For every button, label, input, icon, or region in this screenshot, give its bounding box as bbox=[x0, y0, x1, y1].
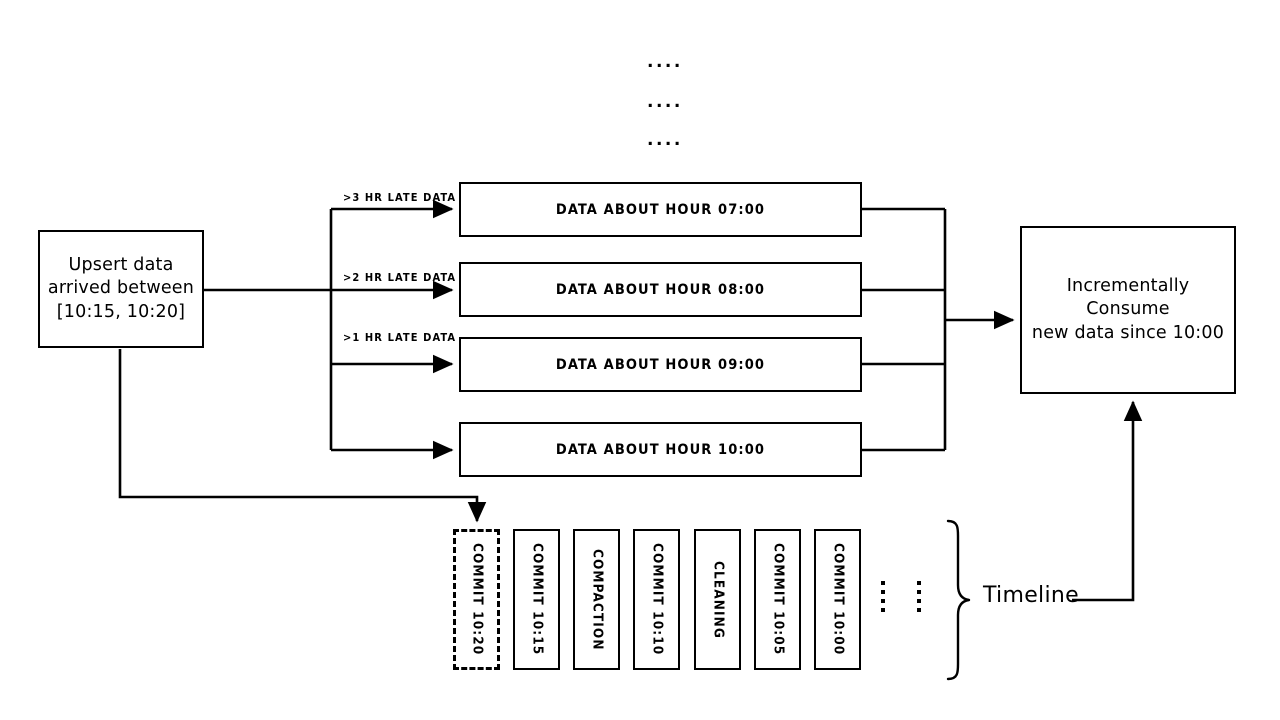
commit-box-cleaning: CLEANING bbox=[694, 529, 741, 670]
commit-box-10-00-label: COMMIT 10:00 bbox=[830, 543, 847, 656]
edge-label-1hr-late: >1 HR LATE DATA bbox=[343, 331, 457, 344]
edge-label-2hr-late: >2 HR LATE DATA bbox=[343, 271, 457, 284]
upsert-line-2: arrived between bbox=[47, 278, 195, 299]
commit-box-10-00: COMMIT 10:00 bbox=[814, 529, 861, 670]
hour-box-08: DATA ABOUT HOUR 08:00 bbox=[459, 262, 862, 317]
edge-source-to-commit bbox=[118, 349, 487, 523]
timeline-ellipsis-2 bbox=[917, 581, 921, 612]
commit-box-cleaning-label: CLEANING bbox=[710, 560, 727, 639]
hour-box-09: DATA ABOUT HOUR 09:00 bbox=[459, 337, 862, 392]
commit-box-compaction: COMPACTION bbox=[573, 529, 620, 670]
consume-line-2: new data since 10:00 bbox=[1031, 322, 1225, 343]
upsert-line-3: [10:15, 10:20] bbox=[56, 301, 186, 322]
edge-timeline-to-consume bbox=[1072, 400, 1143, 602]
ellipsis-top-3: .... bbox=[647, 130, 683, 150]
hour-box-10: DATA ABOUT HOUR 10:00 bbox=[459, 422, 862, 477]
timeline-label: Timeline bbox=[983, 583, 1079, 608]
commit-box-10-15-label: COMMIT 10:15 bbox=[529, 543, 546, 656]
commit-box-10-15: COMMIT 10:15 bbox=[513, 529, 560, 670]
upsert-source-box: Upsert data arrived between [10:15, 10:2… bbox=[38, 230, 204, 348]
timeline-ellipsis-1 bbox=[881, 581, 885, 612]
commit-box-compaction-label: COMPACTION bbox=[589, 548, 606, 651]
hour-box-08-label: DATA ABOUT HOUR 08:00 bbox=[555, 281, 766, 298]
hour-box-09-label: DATA ABOUT HOUR 09:00 bbox=[555, 356, 766, 373]
hour-box-07-label: DATA ABOUT HOUR 07:00 bbox=[555, 201, 766, 218]
ellipsis-top-1: .... bbox=[647, 52, 683, 72]
consume-line-1: Incrementally Consume bbox=[1066, 275, 1190, 320]
timeline-brace bbox=[946, 519, 971, 681]
commit-box-10-10-label: COMMIT 10:10 bbox=[649, 543, 666, 656]
incremental-consume-box: Incrementally Consume new data since 10:… bbox=[1020, 226, 1236, 394]
commit-box-10-05-label: COMMIT 10:05 bbox=[770, 543, 787, 656]
edge-label-3hr-late: >3 HR LATE DATA bbox=[343, 191, 457, 204]
commit-box-10-10: COMMIT 10:10 bbox=[633, 529, 680, 670]
commit-box-10-05: COMMIT 10:05 bbox=[754, 529, 801, 670]
commit-box-10-20-label: COMMIT 10:20 bbox=[469, 543, 486, 656]
hour-box-07: DATA ABOUT HOUR 07:00 bbox=[459, 182, 862, 237]
upsert-line-1: Upsert data bbox=[68, 255, 174, 276]
ellipsis-top-2: .... bbox=[647, 92, 683, 112]
hour-box-10-label: DATA ABOUT HOUR 10:00 bbox=[555, 441, 766, 458]
commit-box-10-20: COMMIT 10:20 bbox=[453, 529, 500, 670]
